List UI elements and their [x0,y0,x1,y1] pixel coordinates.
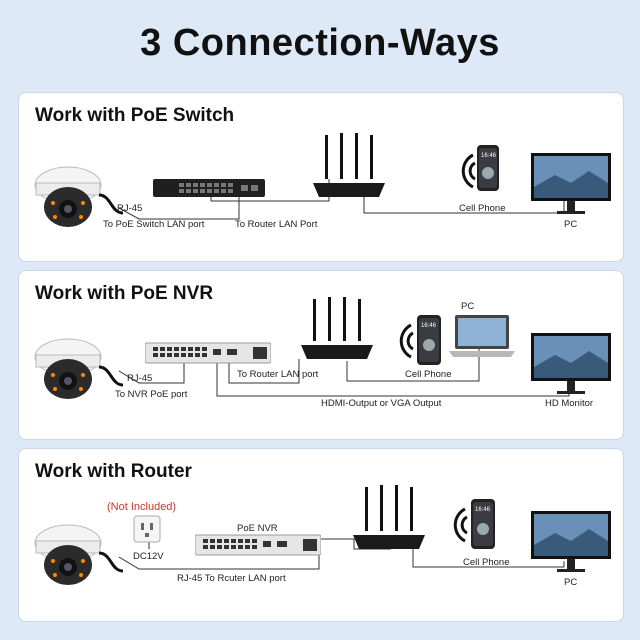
dc12v-label: DC12V [133,551,164,562]
cell-phone-label: Cell Phone [405,369,452,380]
power-outlet-icon [133,515,161,548]
poe-switch [153,177,265,204]
rj45-router-label: RJ-45 To Rcuter LAN port [177,573,286,584]
panel-heading: Work with Router [35,461,192,482]
cell-phone-label: Cell Phone [463,557,510,568]
wifi-signal-icon [457,151,477,196]
cell-phone [477,145,499,196]
router-port-label: To Router LAN port [237,369,319,380]
panel-heading: Work with PoE Switch [35,105,235,126]
rj45-label: RJ-45 [117,203,143,214]
page-title: 3 Connection-Ways [140,22,500,64]
monitor-label: HD Monitor [545,398,594,409]
wifi-signal-icon [449,505,469,550]
panel-poe-switch: Work with PoE Switch [18,92,624,262]
poe-nvr-label: PoE NVR [237,523,278,534]
wifi-signal-icon [395,321,415,366]
pc-monitor [531,511,611,580]
panel-heading: Work with PoE NVR [35,283,214,304]
switch-port-label: To PoE Switch LAN port [103,219,205,230]
router-port-label: To Router LAN Port [235,219,318,230]
poe-nvr [194,533,322,562]
cell-phone [471,499,495,554]
hdmi-label: HDMI-Output or VGA Output [321,398,442,409]
phone-time: 16:46 [421,323,437,329]
router [297,297,377,368]
dome-camera [33,335,103,410]
ethernet-cable-icon [98,551,124,573]
pc-monitor [531,153,611,222]
ethernet-cable-icon [98,365,124,387]
phone-time: 16:46 [475,507,491,513]
rj45-label: RJ-45 [127,373,153,384]
dome-camera [33,163,103,238]
laptop [449,315,515,364]
router [309,133,389,208]
poe-nvr [144,341,272,370]
pc-label: PC [564,577,578,588]
cell-phone-label: Cell Phone [459,203,506,214]
nvr-port-label: To NVR PoE port [115,389,188,400]
panel-poe-nvr: Work with PoE NVR [18,270,624,440]
pc-label: PC [564,219,578,230]
phone-time: 16:46 [481,153,497,159]
panel-router: Work with Router (Not Included) DC12V Po… [18,448,624,622]
dome-camera [33,521,103,596]
hd-monitor [531,333,611,402]
cell-phone [417,315,441,370]
not-included-label: (Not Included) [107,501,177,513]
ethernet-cable-icon [98,193,124,215]
router [349,485,429,560]
pc-label: PC [461,301,475,312]
